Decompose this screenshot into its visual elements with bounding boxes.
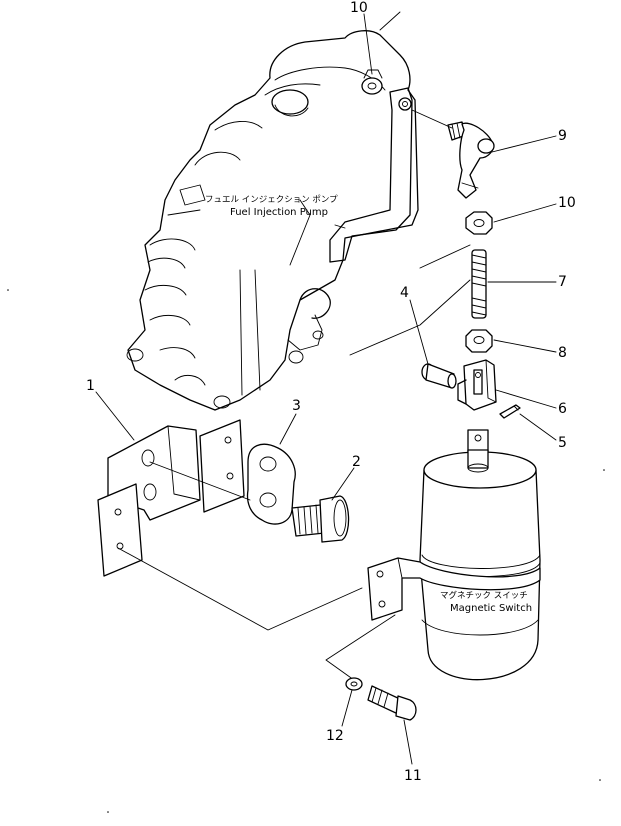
switch-label-jp: マグネチック スイッチ (440, 590, 528, 601)
pump-label-jp: フュエル インジェクション ポンプ (205, 195, 338, 205)
leader-bracket-plate (149, 461, 251, 501)
nut-top-icon (361, 77, 383, 95)
pump-label-en: Fuel Injection Pump (230, 207, 328, 218)
scan-dot (107, 811, 109, 813)
scan-dot (7, 289, 9, 291)
nut-8 (465, 329, 493, 353)
callout-3: 3 (292, 398, 301, 414)
callout-11: 11 (404, 768, 422, 784)
callout-2: 2 (352, 454, 361, 470)
scan-dot (603, 469, 605, 471)
plate-3 (246, 443, 296, 525)
cotter-pin-5 (499, 404, 521, 419)
switch-label-en: Magnetic Switch (450, 603, 532, 614)
callout-5: 5 (558, 435, 567, 451)
bolt-11 (367, 685, 417, 721)
nut-10-lower (465, 211, 493, 235)
washer-12 (345, 677, 363, 691)
callout-9: 9 (558, 128, 567, 144)
callout-12: 12 (326, 728, 344, 744)
callout-6: 6 (558, 401, 567, 417)
callout-1: 1 (86, 378, 95, 394)
leader-switch-washer (325, 614, 396, 681)
pin-4 (421, 363, 457, 389)
callout-7: 7 (558, 274, 567, 290)
callout-4: 4 (400, 285, 409, 301)
magnetic-switch (367, 429, 541, 681)
leader-bracket-switch (117, 547, 363, 631)
callout-8: 8 (558, 345, 567, 361)
bracket-1 (97, 419, 245, 577)
bolt-2 (291, 495, 350, 543)
rod-7 (471, 249, 487, 319)
callouts: 10 9 10 7 8 6 5 4 1 3 2 12 11 (86, 0, 576, 784)
fuel-injection-pump (126, 11, 471, 411)
callout-10-top: 10 (350, 0, 368, 16)
scan-dot (599, 779, 601, 781)
ball-joint-9 (411, 109, 495, 199)
clevis-6 (457, 359, 497, 411)
callout-10-right: 10 (558, 195, 576, 211)
